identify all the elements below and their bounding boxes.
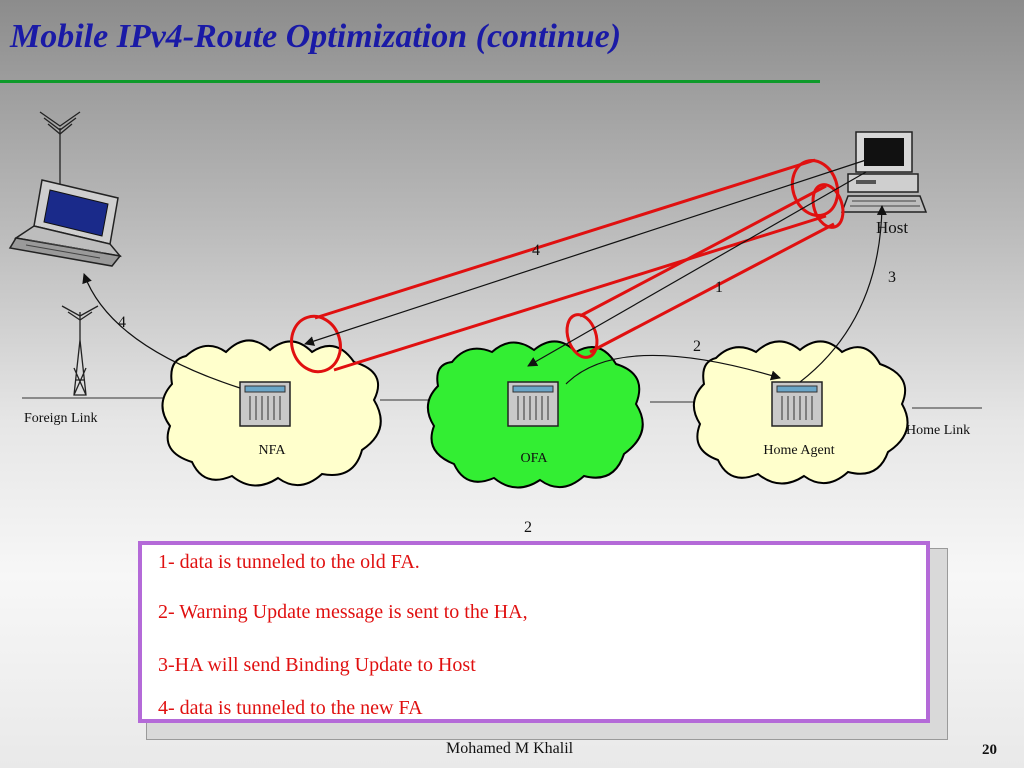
data-path-to-ofa — [527, 171, 867, 367]
footer-author: Mohamed M Khalil — [446, 740, 574, 757]
binding-update-arrow — [799, 205, 887, 383]
home-agent-label: Home Agent — [763, 443, 834, 458]
tunnel-to-ofa — [565, 183, 845, 359]
deliver-to-mobile-arrow — [82, 273, 241, 389]
step-number-tunnel-old: 1 — [715, 279, 723, 296]
antenna-tower-icon — [61, 305, 99, 396]
step-number-deliver: 4 — [118, 314, 126, 331]
step-number-tunnel-new: 4 — [532, 242, 540, 259]
data-path-to-nfa — [304, 159, 867, 346]
step-number-below: 2 — [524, 519, 532, 536]
page-number: 20 — [982, 742, 997, 758]
steps-legend: 1- data is tunneled to the old FA. 2- Wa… — [138, 541, 930, 723]
step-number-warning: 2 — [693, 338, 701, 355]
home-link-label: Home Link — [906, 423, 970, 438]
legend-item: 4- data is tunneled to the new FA — [158, 697, 423, 719]
desktop-computer-icon — [840, 131, 928, 213]
router-icon — [239, 381, 291, 427]
title-underline — [0, 80, 820, 83]
slide-title: Mobile IPv4-Route Optimization (continue… — [10, 18, 622, 55]
laptop-icon — [8, 179, 122, 267]
step-number-binding: 3 — [888, 269, 896, 286]
host-label: Host — [876, 218, 908, 237]
legend-item: 1- data is tunneled to the old FA. — [158, 551, 420, 573]
foreign-link-label: Foreign Link — [24, 411, 98, 426]
warning-update-arrow — [565, 354, 781, 385]
ofa-label: OFA — [521, 451, 549, 466]
router-icon — [507, 381, 559, 427]
legend-item: 3-HA will send Binding Update to Host — [158, 654, 476, 676]
router-icon — [771, 381, 823, 427]
nfa-label: NFA — [259, 443, 287, 458]
legend-item: 2- Warning Update message is sent to the… — [158, 601, 528, 623]
